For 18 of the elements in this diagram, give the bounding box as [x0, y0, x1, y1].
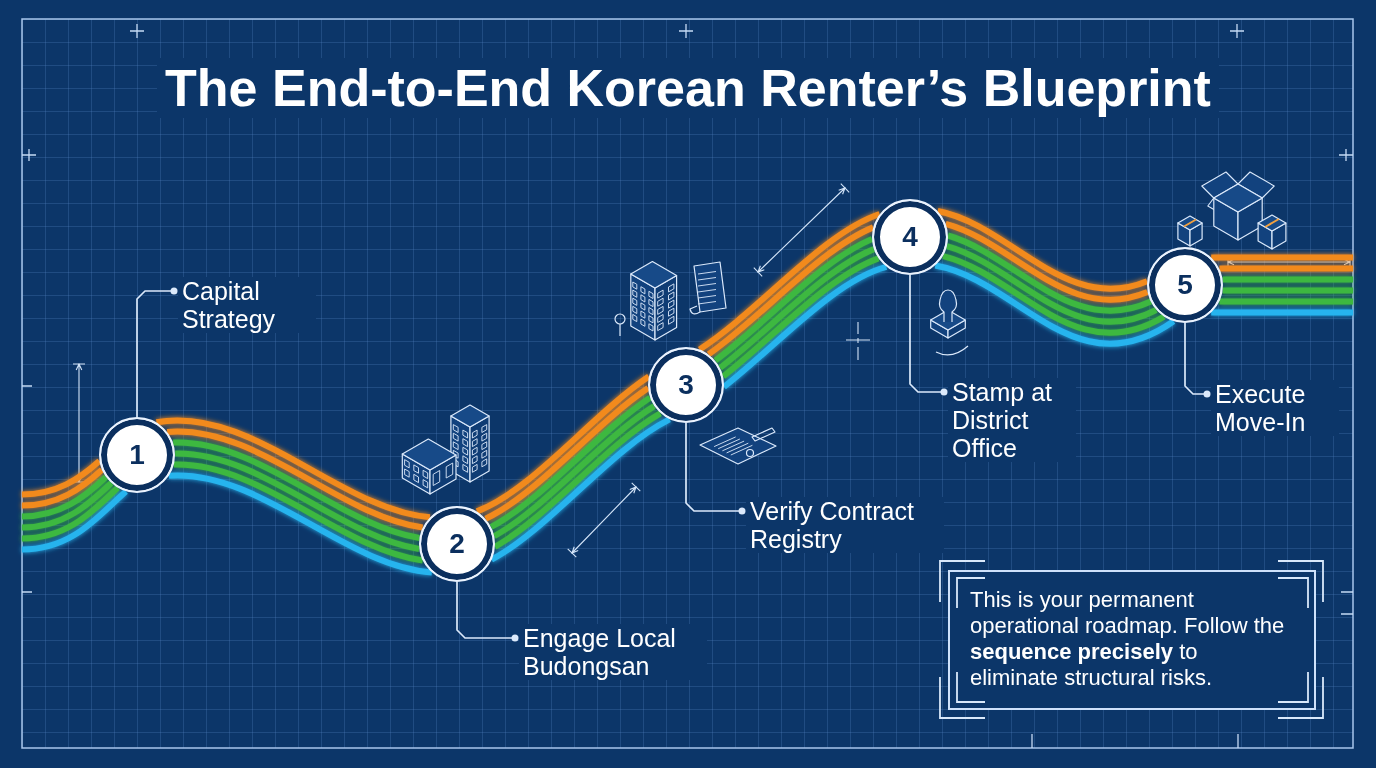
step-label: Verify Contract Registry — [746, 497, 944, 553]
step-label: Stamp at District Office — [948, 378, 1076, 462]
track-ribbon — [19, 458, 128, 553]
track-ribbon — [153, 417, 433, 576]
leader-line — [685, 422, 746, 515]
note-box: This is your permanent operational roadmap. Follow the sequence precisely to eliminate structural risks. — [948, 570, 1316, 710]
leader-line — [136, 287, 178, 418]
step-label: Execute Move-In — [1211, 380, 1339, 436]
track-ribbon — [934, 208, 1175, 347]
track-ribbon — [696, 211, 888, 390]
step-label: Engage Local Budongsan — [519, 624, 707, 680]
step-label: Capital Strategy — [178, 277, 316, 333]
leader-line — [909, 274, 948, 396]
leader-line — [1184, 322, 1211, 398]
track-ribbon — [473, 373, 671, 563]
diagram-title: The End-to-End Korean Renter’s Blueprint — [157, 58, 1219, 118]
leader-line — [456, 581, 519, 642]
track-ribbon — [1208, 254, 1356, 316]
